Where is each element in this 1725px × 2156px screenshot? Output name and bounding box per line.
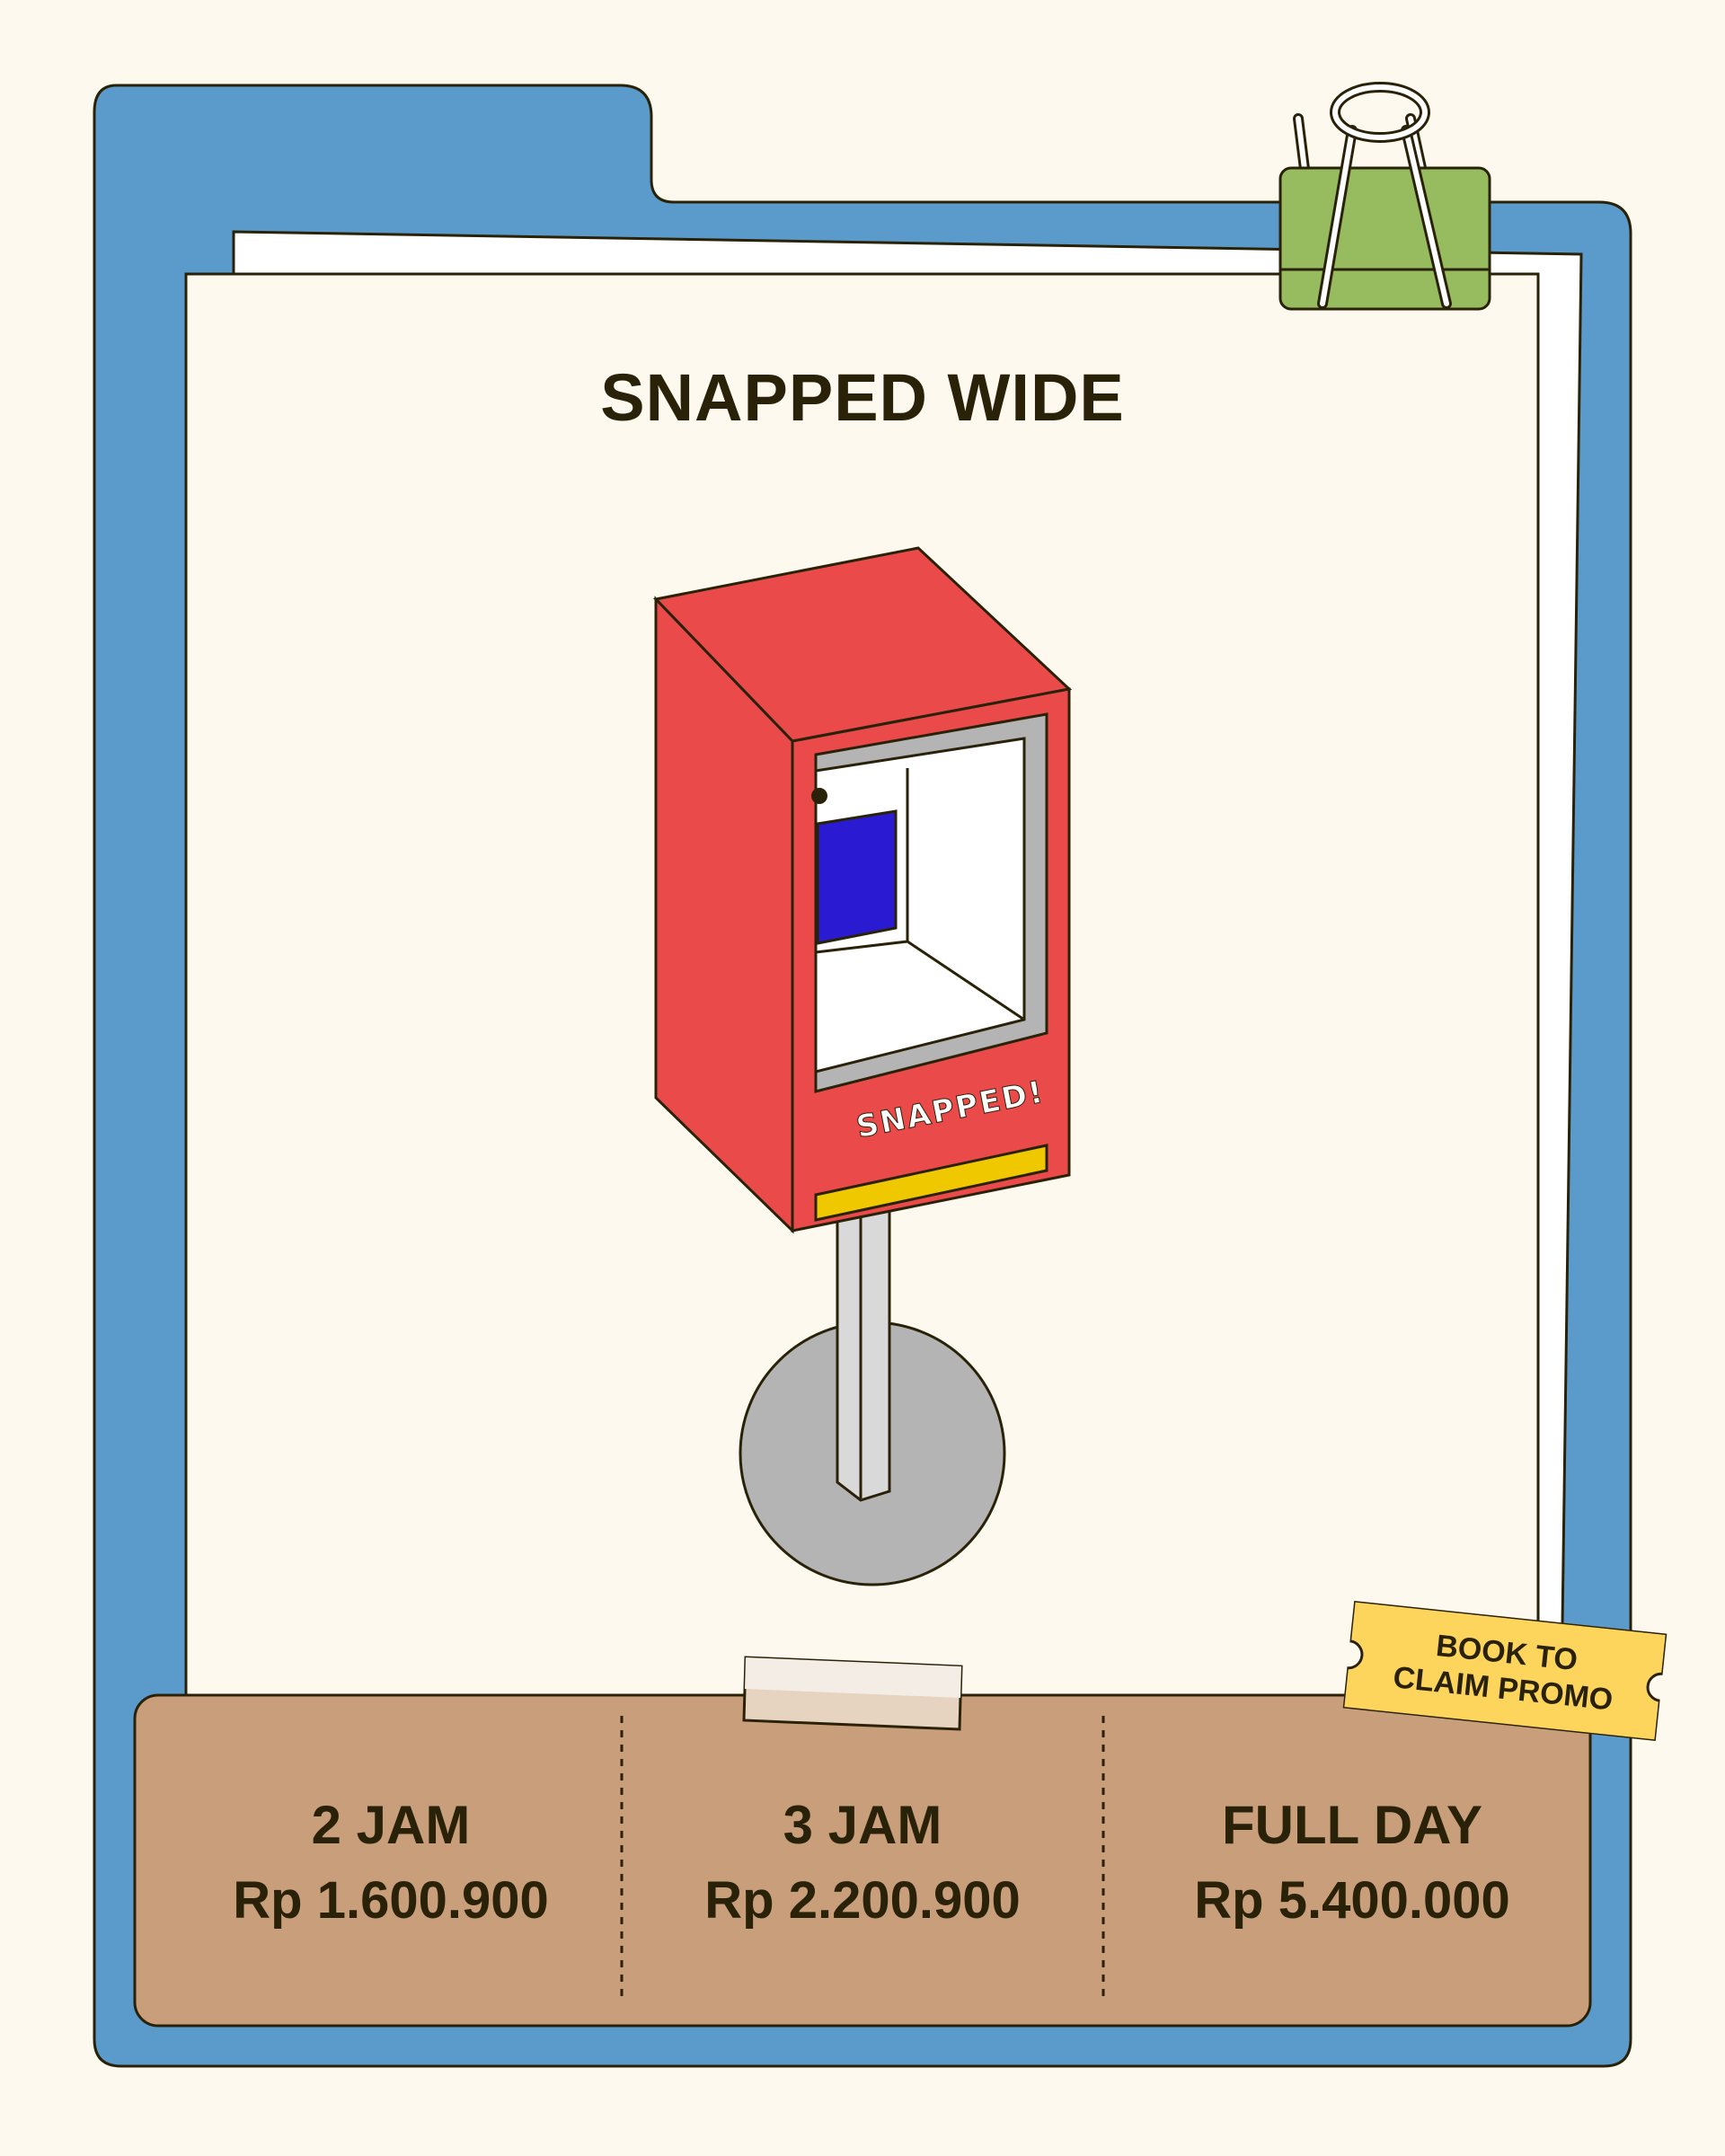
price-option-3-jam[interactable]: 3 JAM Rp 2.200.900 [629, 1788, 1096, 1939]
price-option-2-jam[interactable]: 2 JAM Rp 1.600.900 [157, 1788, 624, 1939]
booth-pole [836, 1202, 891, 1502]
price-value: Rp 2.200.900 [704, 1871, 1021, 1930]
price-value: Rp 1.600.900 [233, 1871, 549, 1930]
promo-ticket[interactable]: BOOK TO CLAIM PROMO [1342, 1601, 1668, 1741]
ticket-shape [1342, 1601, 1668, 1741]
price-value: Rp 5.400.000 [1194, 1871, 1510, 1930]
price-option-full-day[interactable]: FULL DAY Rp 5.400.000 [1119, 1788, 1586, 1939]
photo-booth-illustration [653, 546, 1073, 1586]
tape-icon [742, 1656, 963, 1731]
price-label: 2 JAM [311, 1795, 471, 1855]
price-label: 3 JAM [783, 1795, 942, 1855]
booth-screen [816, 809, 898, 945]
page-title: SNAPPED WIDE [600, 360, 1125, 435]
price-label: FULL DAY [1221, 1795, 1483, 1855]
binder-clip-icon [1278, 82, 1491, 311]
